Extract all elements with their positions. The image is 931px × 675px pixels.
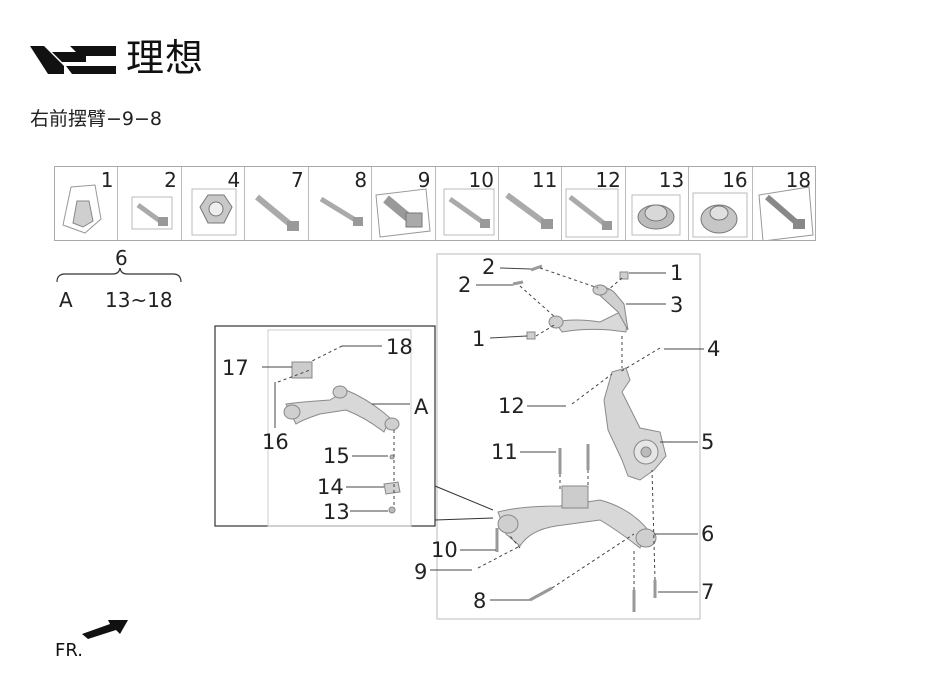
leader-lines [430,267,704,601]
callout-2-lower: 2 [458,273,472,297]
flange-bolt-icon [375,188,431,238]
parts-thumbnail-strip: 1 2 4 7 8 9 10 11 12 13 16 18 [54,166,816,241]
front-direction-label: FR. [55,640,83,661]
thumbnail-number: 7 [290,168,304,192]
thumbnail-number: 4 [227,168,241,192]
thumbnail-part-4[interactable]: 4 [182,167,246,240]
callout-12: 12 [498,394,525,418]
detail-a-lines [262,345,410,512]
brand-logo: 理想 [30,34,230,82]
thumbnail-part-11[interactable]: 11 [499,167,563,240]
thumbnail-part-2[interactable]: 2 [118,167,182,240]
callout-6: 6 [701,522,715,546]
main-diagram-frame [436,253,701,620]
callout-1-upper: 1 [670,261,684,285]
thumbnail-number: 1 [100,168,114,192]
front-arrow-icon [82,620,128,639]
thumbnail-number: 2 [164,168,177,192]
callout-8: 8 [473,589,487,613]
thumbnail-part-10[interactable]: 10 [436,167,499,240]
callout-a: A [414,395,429,419]
assembly-dashed-lines [477,267,661,590]
brand-name: 理想 [126,36,205,80]
thumbnail-number: 10 [468,168,494,192]
thumbnail-part-9[interactable]: 9 [372,167,436,240]
callout-13: 13 [323,500,350,524]
bolt-icon [565,188,619,238]
thumbnail-number: 11 [531,168,558,192]
li-auto-logo-icon [30,46,116,74]
nut-icon [526,331,536,340]
callout-9: 9 [414,560,428,584]
thumbnail-number: 13 [658,168,685,192]
callout-17: 17 [222,356,249,380]
kit-number: 6 [115,246,128,270]
thumbnail-number: 18 [785,168,812,192]
thumbnail-part-18[interactable]: 18 [753,167,815,240]
flange-nut-icon [191,188,237,236]
brace-icon [56,268,182,283]
thumbnail-number: 8 [354,168,368,192]
thumbnail-number: 16 [722,168,748,192]
nut-cap-icon [692,192,748,238]
bolt-icon [505,192,553,229]
callout-15: 15 [323,444,350,468]
callout-14: 14 [317,475,344,499]
bolt-icon [255,194,300,231]
steering-knuckle [603,367,667,481]
thumbnail-part-8[interactable]: 8 [309,167,373,240]
bolt-icon [529,586,553,602]
callout-11: 11 [491,440,518,464]
kit-note: 6 A 13~18 [55,246,185,316]
detail-a-lower-arm [283,361,401,514]
callout-2-upper: 2 [482,255,496,279]
thumbnail-part-16[interactable]: 16 [689,167,753,240]
callout-7: 7 [701,580,715,604]
thumbnail-part-13[interactable]: 13 [626,167,690,240]
lower-control-arm [497,485,657,549]
callout-5: 5 [701,430,715,454]
flange-nut-icon [631,194,681,236]
callout-4: 4 [707,337,721,361]
page-title: 右前摆臂−9−8 [30,108,163,130]
bolt-icon [512,280,524,286]
kit-range: 13~18 [105,288,173,312]
callout-10: 10 [431,538,458,562]
bolt-icon [530,264,543,272]
thumbnail-number: 9 [417,168,431,192]
thumbnail-part-1[interactable]: 1 [55,167,119,240]
thumbnail-part-12[interactable]: 12 [562,167,626,240]
bolt-icon [131,196,173,230]
callout-3: 3 [670,293,684,317]
thumbnail-part-7[interactable]: 7 [245,167,309,240]
bolt-icon [319,196,363,226]
detail-a-inner-frame [267,329,412,527]
kit-assembly: A [59,288,73,312]
nut-cap-icon [62,184,102,234]
bolt-icon [758,186,814,240]
nut-icon [619,271,629,280]
bolt-icon [443,188,495,236]
upper-control-arm [548,284,629,333]
callout-16: 16 [262,430,289,454]
thumbnail-number: 12 [595,168,621,192]
callout-18: 18 [386,335,413,359]
callout-1-lower: 1 [472,327,486,351]
detail-a-link-line [434,485,494,521]
